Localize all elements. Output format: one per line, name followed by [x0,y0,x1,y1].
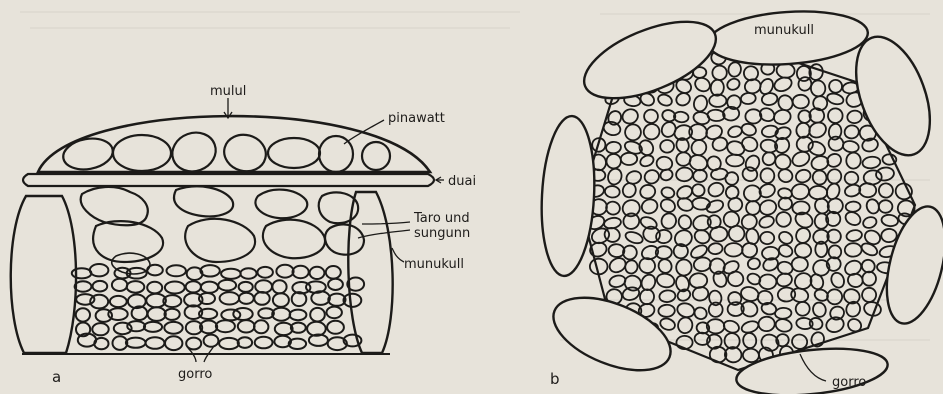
label-duai: duai [448,174,476,189]
label-taro-line2: sungunn [414,226,470,241]
label-munukull-a: munukull [404,257,464,272]
label-pinawatt: pinawatt [388,111,445,126]
panel-letter-a: a [52,368,61,386]
label-gorro-b: gorro [832,375,866,390]
label-gorro-a: gorro [178,367,212,382]
label-munukull-b: munukull [754,23,814,38]
label-mulul: mulul [210,84,246,99]
panel-letter-b: b [550,370,560,388]
label-taro-line1: Taro und [413,211,470,226]
